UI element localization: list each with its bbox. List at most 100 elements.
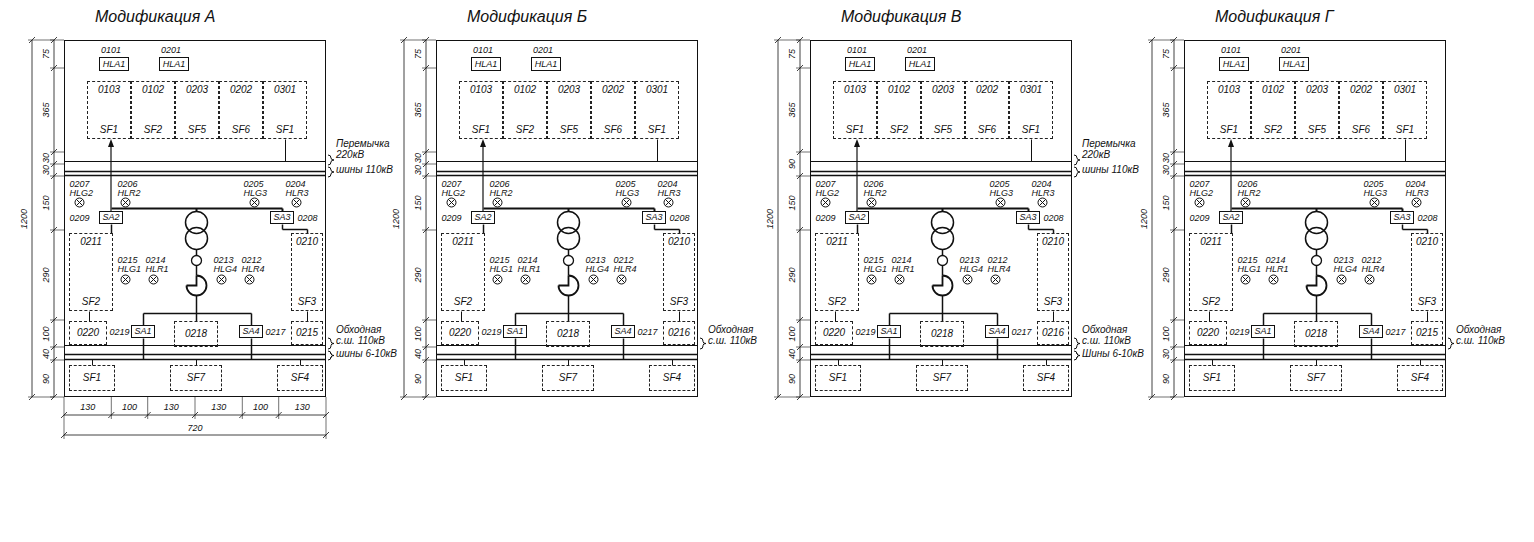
device-label: 0208	[298, 214, 318, 223]
bus-line	[436, 161, 698, 162]
connector-line	[110, 146, 111, 211]
device-name: SA1	[1254, 327, 1271, 336]
device-code: 0213	[214, 256, 234, 265]
dimension-line	[422, 176, 436, 177]
device-box: SF4	[277, 365, 323, 391]
device-name: SF1	[455, 373, 473, 383]
device-code: 0102	[142, 85, 164, 95]
dimension-tick	[276, 412, 282, 418]
transformer-symbol	[1306, 228, 1328, 250]
dimension-line	[422, 360, 436, 361]
device-code: 0215	[118, 256, 138, 265]
dimension-line	[404, 40, 405, 397]
dimension-tick	[423, 357, 429, 363]
dimension-tick	[401, 37, 407, 43]
dimension: 90	[788, 159, 797, 169]
wire	[1403, 229, 1428, 231]
device-name: SF7	[933, 373, 951, 383]
wire	[1371, 339, 1373, 360]
bus-label: Обходная с.ш. 110кВ	[708, 324, 770, 346]
device-name: SF7	[187, 373, 205, 383]
bus-line	[436, 359, 698, 360]
device-code: 0101	[473, 46, 493, 55]
dimension-tick	[423, 317, 429, 323]
lamp-symbol	[76, 199, 82, 205]
device-name: HLA1	[535, 60, 558, 69]
device-code: 0103	[470, 85, 492, 95]
wire	[1427, 312, 1428, 322]
wire	[1405, 140, 1406, 162]
device-box: 0215	[291, 321, 323, 345]
dimension-line	[1174, 40, 1175, 397]
lamp-symbol	[1338, 276, 1344, 282]
dimension: 130	[295, 403, 310, 412]
lamp-symbol	[867, 198, 876, 207]
lamp-symbol	[217, 275, 226, 284]
device-code: 0201	[907, 46, 927, 55]
bus-line	[1184, 171, 1446, 172]
switch-box: SA2	[471, 211, 495, 224]
dimension: 40	[42, 348, 51, 358]
breaker-symbol	[1312, 256, 1322, 266]
dimension: 30	[1162, 348, 1171, 358]
device-code: 0201	[1281, 46, 1301, 55]
device-box: 0103SF1	[833, 81, 877, 139]
bracket	[328, 338, 334, 349]
device-code: 0206	[490, 180, 510, 189]
device-label: HLG3	[990, 189, 1014, 198]
dimension-tick	[61, 412, 67, 418]
lamp-symbol	[1038, 198, 1047, 207]
device-box: SF4	[1397, 365, 1443, 391]
dimension-tick	[51, 227, 57, 233]
connector	[108, 139, 114, 211]
dimension: 100	[1162, 326, 1171, 341]
dimension-tick	[797, 344, 803, 350]
bus-label: Обходная с.ш. 110кВ	[336, 324, 398, 346]
device-label: HLG1	[1238, 265, 1262, 274]
dimension-line	[422, 68, 436, 69]
device-code: 0203	[932, 85, 954, 95]
device-label: HLG2	[442, 189, 466, 198]
lamp-symbol	[589, 275, 598, 284]
device-name: HLA1	[1283, 60, 1306, 69]
device-box: 0210SF3	[1037, 233, 1069, 311]
bracket	[1074, 338, 1080, 349]
lamp-symbol	[868, 199, 874, 205]
bracket	[328, 155, 334, 165]
device-box: 0203SF5	[547, 81, 591, 139]
arrowhead	[854, 139, 860, 147]
device-box: 0203SF5	[921, 81, 965, 139]
device-label: 0219	[110, 328, 130, 337]
device-label: HLR1	[146, 265, 169, 274]
dimension-tick	[423, 344, 429, 350]
bus-line	[436, 175, 698, 176]
lamp-symbol	[150, 276, 156, 282]
dimension-tick	[1149, 394, 1155, 400]
device-name: SA4	[242, 327, 259, 336]
dimension: 130	[80, 403, 95, 412]
device-code: 0203	[186, 85, 208, 95]
device-box: 0218	[546, 321, 590, 347]
arrowhead	[108, 139, 114, 147]
device-box: SF7	[916, 365, 968, 391]
device-code: 0301	[274, 85, 296, 95]
device-box: 0216	[663, 321, 695, 345]
device-label: HLR2	[1238, 189, 1261, 198]
dimension: 100	[788, 326, 797, 341]
device-name: SF6	[604, 125, 622, 135]
lamp-symbol	[822, 199, 828, 205]
device-label: 0208	[670, 214, 690, 223]
lamp-symbol	[964, 276, 970, 282]
wire	[515, 339, 517, 360]
lamp-symbol	[122, 199, 128, 205]
lamp-symbol	[121, 275, 130, 284]
lamp-symbol	[122, 199, 128, 205]
device-name: SF1	[100, 125, 118, 135]
lamp-symbol	[1242, 276, 1248, 282]
switch-box: SA3	[1390, 211, 1414, 224]
device-box: SF1	[441, 365, 487, 391]
device-name: SF2	[1202, 297, 1220, 307]
dimension: 30	[42, 165, 51, 175]
dimension: 75	[1162, 49, 1171, 59]
arrowhead	[480, 139, 486, 147]
